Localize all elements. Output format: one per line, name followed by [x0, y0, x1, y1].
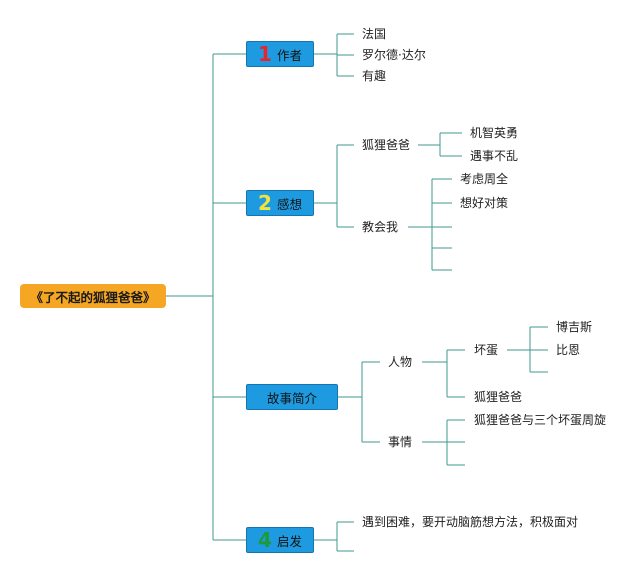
feelings-taught-me: 教会我 [362, 220, 399, 234]
branch-label-inspiration: 启发 [276, 533, 302, 549]
branch-label-author: 作者 [276, 47, 302, 63]
root-node[interactable]: 《了不起的狐狸爸爸》 [20, 284, 166, 308]
author-item-trait: 有趣 [362, 69, 387, 83]
taught-me-item-plan: 想好对策 [460, 196, 509, 210]
branch-number-author: 1 [258, 42, 272, 66]
branch-label-feelings: 感想 [276, 196, 302, 212]
inspiration-item-main: 遇到困难，要开动脑筋想方法，积极面对 [362, 515, 579, 529]
summary-characters: 人物 [388, 355, 413, 369]
characters-fox-dad: 狐狸爸爸 [474, 390, 523, 404]
villain-boggis: 博吉斯 [556, 320, 593, 334]
root-label: 《了不起的狐狸爸爸》 [30, 289, 156, 305]
branch-author[interactable]: 1 作者 [246, 41, 314, 67]
summary-events: 事情 [388, 435, 413, 449]
branch-label-summary: 故事简介 [266, 390, 317, 406]
events-item-main: 狐狸爸爸与三个坏蛋周旋 [474, 413, 607, 427]
fox-dad-trait-calm: 遇事不乱 [470, 149, 519, 163]
fox-dad-trait-brave: 机智英勇 [470, 126, 519, 140]
branch-number-inspiration: 4 [258, 528, 272, 552]
branch-number-feelings: 2 [258, 191, 272, 215]
characters-villains: 坏蛋 [474, 343, 499, 357]
author-item-country: 法国 [362, 27, 387, 41]
villain-bean: 比恩 [556, 343, 581, 357]
author-item-name: 罗尔德·达尔 [362, 48, 426, 62]
branch-summary[interactable]: 故事简介 [246, 384, 338, 410]
branch-inspiration[interactable]: 4 启发 [246, 527, 314, 553]
taught-me-item-thorough: 考虑周全 [460, 172, 509, 186]
feelings-fox-dad: 狐狸爸爸 [362, 138, 411, 152]
branch-feelings[interactable]: 2 感想 [246, 190, 314, 216]
